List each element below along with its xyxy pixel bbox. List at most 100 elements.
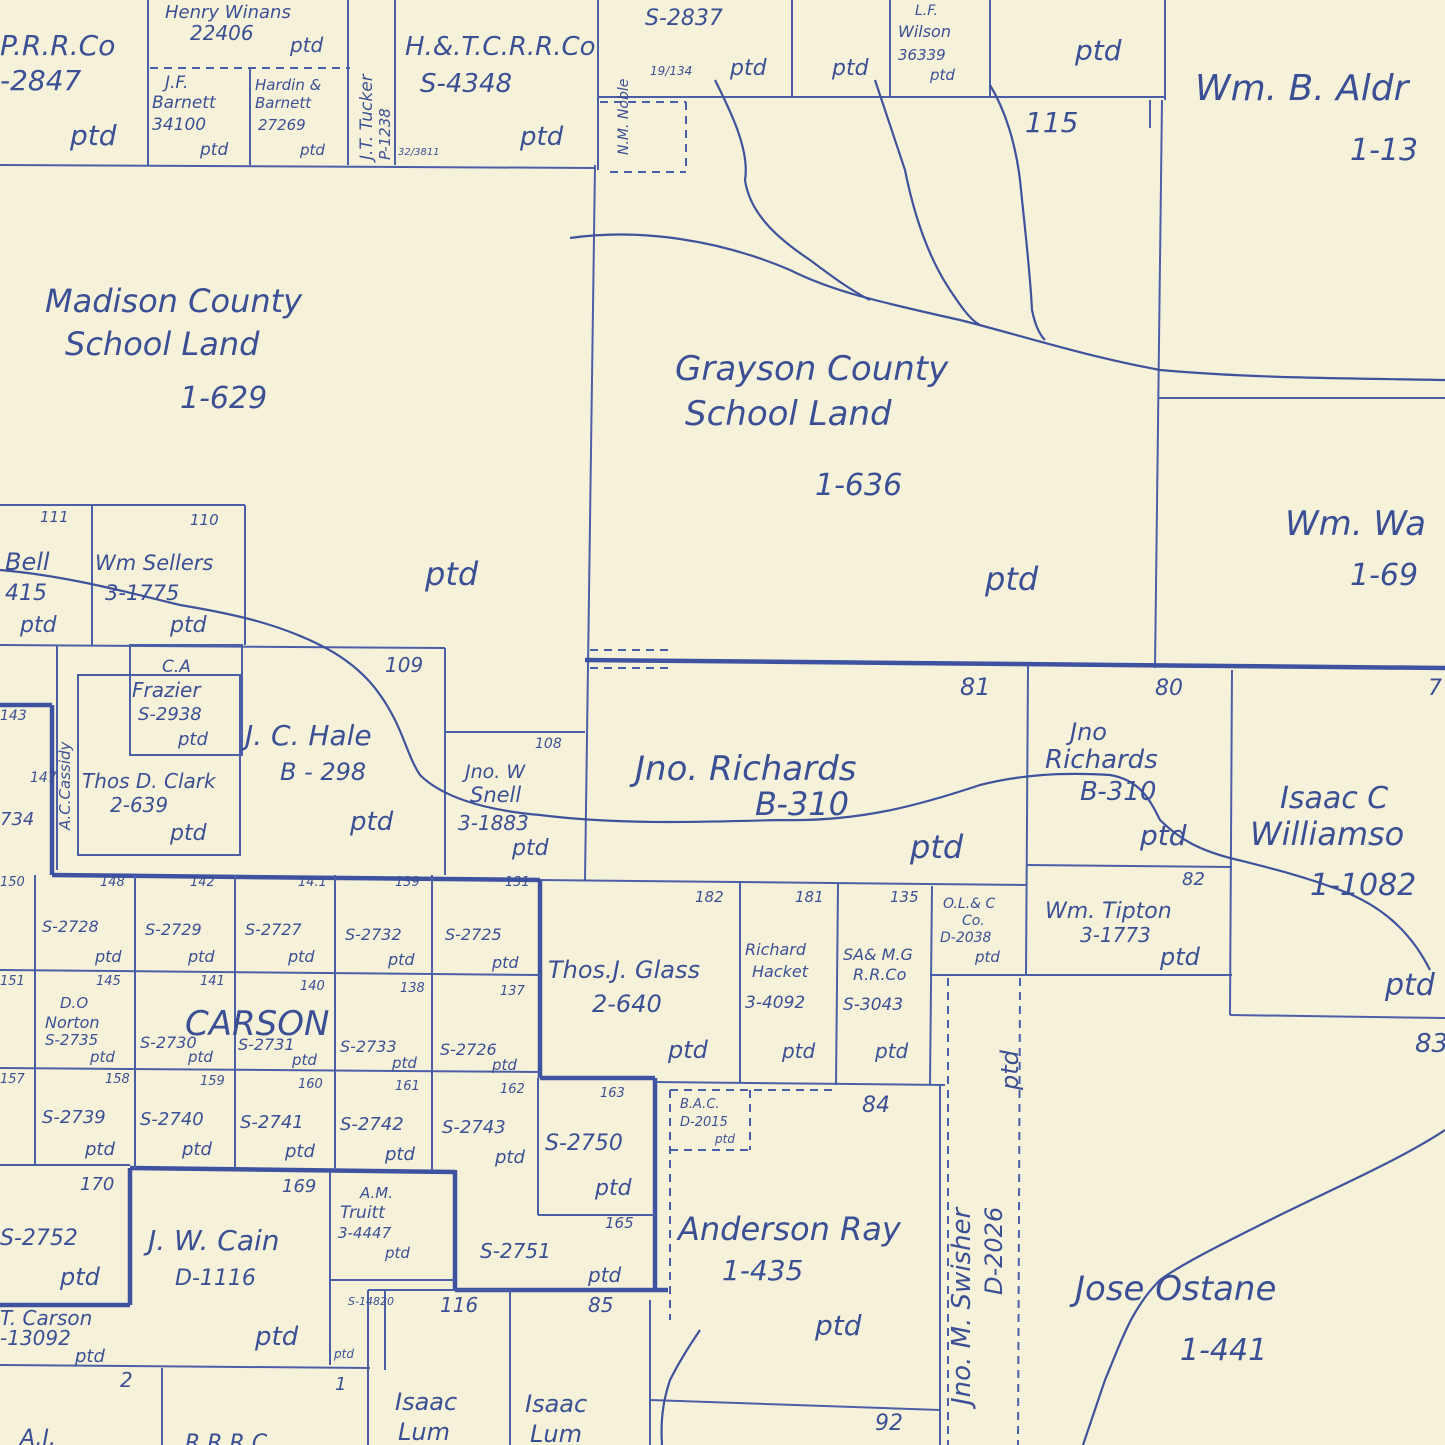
sec-left-734: 734 [0, 809, 34, 830]
ptd-c15: ptd [494, 1147, 525, 1168]
cassidy-label: A.C.Cassidy [56, 740, 74, 831]
sec-181: 181 [795, 888, 824, 906]
ptd-20: ptd [1384, 968, 1436, 1003]
lum-1-label-2: Lum [398, 1418, 450, 1445]
row3-a: 157 [0, 1072, 26, 1087]
grayson-number: 1-636 [815, 468, 902, 503]
ptd-31: ptd [814, 1309, 862, 1342]
htc-label: H.&.T.C.R.R.Co [405, 32, 596, 62]
s2733: S-2733 [340, 1037, 397, 1056]
frazier-label-2: Frazier [132, 678, 202, 702]
ptd-28: ptd [254, 1322, 299, 1352]
s2837-label: S-2837 [645, 6, 723, 31]
ptd-c16: ptd [594, 1176, 633, 1201]
row2-f: 137 [500, 984, 526, 999]
tcarson-number: -13092 [0, 1326, 71, 1350]
madison-label-1: Madison County [45, 282, 303, 320]
row1-d: 14.1 [298, 875, 327, 890]
hardin-label: Hardin & [255, 76, 322, 94]
s2752: S-2752 [0, 1226, 78, 1251]
hale-label: J. C. Hale [240, 719, 372, 752]
ptd-4: ptd [299, 141, 325, 159]
frazier-label-1: C.A [162, 657, 191, 677]
row1-f: 131 [505, 875, 530, 890]
s2740: S-2740 [140, 1109, 204, 1130]
ostane-number: 1-441 [1180, 1333, 1267, 1368]
s2729: S-2729 [145, 920, 202, 939]
sec-111: 111 [40, 508, 69, 526]
cain-number: D-1116 [175, 1266, 256, 1291]
tucker-number: P-1238 [376, 108, 394, 160]
row1-e: 139 [395, 875, 420, 890]
tucker-label: J.T. Tucker [357, 73, 377, 163]
aj-label: A.J. [18, 1426, 56, 1445]
row1-c: 142 [190, 875, 215, 890]
winans-label: Henry Winans [165, 2, 291, 23]
barnett-jf: J.F. [162, 73, 188, 93]
truitt-label-2: Truitt [340, 1203, 386, 1223]
ptd-25: ptd [874, 1039, 909, 1063]
s2730: S-2730 [140, 1033, 197, 1052]
ptd-23: ptd [667, 1036, 709, 1064]
ptd-c4: ptd [387, 950, 415, 969]
ptd-33: ptd [333, 1347, 354, 1361]
ptd-26: ptd [996, 1049, 1024, 1091]
samg-number: S-3043 [843, 995, 903, 1015]
ptd-29: ptd [384, 1244, 410, 1262]
s2751: S-2751 [480, 1239, 551, 1263]
olc-label-1: O.L.& C [943, 896, 996, 912]
snell-label-1: Jno. W [461, 761, 526, 783]
richards-b-number: B-310 [1080, 777, 1156, 807]
s2731: S-2731 [238, 1035, 295, 1054]
norton-number: S-2735 [45, 1031, 98, 1049]
ptd-c12: ptd [181, 1139, 212, 1160]
sec-85: 85 [588, 1293, 613, 1317]
ptd-10: ptd [424, 555, 479, 593]
row2-a: 151 [0, 974, 25, 989]
swisher-number: D-2026 [980, 1207, 1008, 1295]
olc-number: D-2038 [940, 930, 992, 946]
ptd-3: ptd [199, 140, 228, 160]
richards-number: B-310 [755, 785, 849, 823]
isaac-label-1: Isaac C [1280, 781, 1388, 816]
carson-label: CARSON [185, 1004, 329, 1044]
ptd-5: ptd [519, 122, 564, 152]
sec-182: 182 [695, 888, 724, 906]
ptd-c5: ptd [491, 953, 519, 972]
lum-2-label: Isaac [525, 1390, 587, 1418]
truitt-number: 3-4447 [338, 1224, 392, 1242]
ptd-c14: ptd [384, 1144, 415, 1165]
row2-e: 138 [400, 981, 425, 996]
ptd-11: ptd [984, 560, 1039, 598]
aldr-number: 1-13 [1350, 133, 1418, 168]
bell-number: 415 [5, 581, 47, 606]
s14820-label: S-14820 [348, 1295, 394, 1308]
sec-left-147: 147 [30, 770, 57, 786]
hacket-label-1: Richard [745, 940, 807, 959]
barnett-jf2: Barnett [152, 93, 217, 113]
ptd-c2: ptd [187, 947, 215, 966]
ptd-24: ptd [781, 1039, 816, 1063]
hacket-number: 3-4092 [745, 993, 805, 1013]
samg-label-2: R.R.Co [853, 965, 907, 984]
ptd-c6: ptd [89, 1048, 115, 1066]
isaac-label-2: Williamso [1250, 815, 1404, 853]
sec-92: 92 [875, 1411, 903, 1436]
snell-label-2: Snell [470, 783, 521, 807]
sec-2: 2 [120, 1368, 133, 1392]
s2750: S-2750 [545, 1131, 623, 1156]
sec-169: 169 [282, 1176, 316, 1197]
lum-2-label-2: Lum [530, 1420, 582, 1445]
tcarson-label: T. Carson [0, 1306, 92, 1330]
ptd-9: ptd [1074, 34, 1122, 67]
snell-number: 3-1883 [458, 811, 529, 835]
ptd-6: ptd [729, 56, 768, 81]
ptd-13: ptd [169, 613, 208, 638]
barnett-number: 34100 [152, 115, 206, 135]
ptd-c10: ptd [491, 1056, 517, 1074]
pr-co-label: P.R.R.Co [0, 29, 115, 62]
s2726: S-2726 [440, 1040, 497, 1059]
bell-label: Bell [5, 548, 50, 576]
s2739: S-2739 [42, 1107, 106, 1128]
